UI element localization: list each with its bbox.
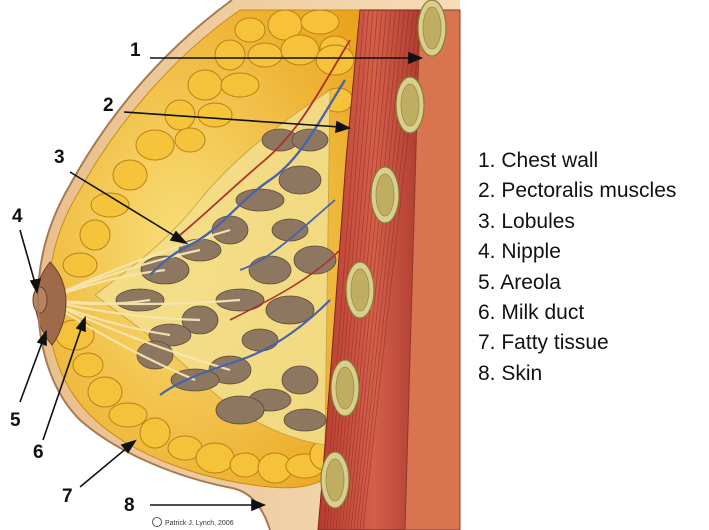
fat-cell	[113, 160, 147, 190]
lobule	[249, 256, 291, 284]
fat-cell	[198, 103, 232, 127]
legend-item-areola: 5. Areola	[478, 268, 676, 298]
legend-item-fatty-tissue: 7. Fatty tissue	[478, 328, 676, 358]
fat-cell	[136, 130, 174, 160]
lobule	[279, 166, 321, 194]
fat-cell	[73, 353, 103, 377]
rib-marrow	[423, 7, 441, 49]
rib-marrow	[401, 84, 419, 126]
callout-number-2: 2	[103, 95, 114, 116]
lobule	[116, 289, 164, 311]
lobule	[242, 329, 278, 351]
fat-cell	[80, 220, 110, 250]
fat-cell	[88, 377, 122, 407]
fat-cell	[196, 443, 234, 473]
callout-number-6: 6	[33, 442, 44, 463]
callout-number-1: 1	[130, 40, 141, 61]
callout-number-5: 5	[10, 410, 21, 431]
callout-number-8: 8	[124, 495, 135, 516]
fat-cell	[215, 40, 245, 70]
fat-cell	[109, 403, 147, 427]
lobule	[292, 129, 328, 151]
arrow-7	[80, 447, 128, 487]
credit-text: Patrick J. Lynch, 2006	[165, 520, 234, 527]
lobule	[216, 396, 264, 424]
fat-cell	[230, 453, 260, 477]
legend-item-pectoralis-muscles: 2. Pectoralis muscles	[478, 176, 676, 206]
callout-number-3: 3	[54, 147, 65, 168]
nipple	[33, 287, 47, 313]
rib-marrow	[326, 459, 344, 501]
legend-item-nipple: 4. Nipple	[478, 237, 676, 267]
fat-cell	[316, 45, 354, 75]
callout-number-4: 4	[12, 206, 23, 227]
fat-cell	[63, 253, 97, 277]
legend-item-lobules: 3. Lobules	[478, 207, 676, 237]
arrow-4	[20, 230, 35, 283]
cc-icon	[153, 518, 162, 527]
fat-cell	[188, 70, 222, 100]
fat-cell	[235, 18, 265, 42]
fat-cell	[175, 128, 205, 152]
legend-list: 1. Chest wall 2. Pectoralis muscles 3. L…	[478, 146, 676, 389]
fat-cell	[281, 35, 319, 65]
fat-cell	[221, 73, 259, 97]
callout-number-7: 7	[62, 486, 73, 507]
rib-marrow	[376, 174, 394, 216]
legend-item-milk-duct: 6. Milk duct	[478, 298, 676, 328]
arrow-5	[20, 340, 43, 402]
lobule	[236, 189, 284, 211]
fat-cell	[140, 418, 170, 448]
legend-item-chest-wall: 1. Chest wall	[478, 146, 676, 176]
rib-marrow	[351, 269, 369, 311]
lobule	[284, 409, 326, 431]
legend-item-skin: 8. Skin	[478, 359, 676, 389]
lobule	[282, 366, 318, 394]
rib-marrow	[336, 367, 354, 409]
fat-cell	[248, 43, 282, 67]
fat-cell	[301, 10, 339, 34]
